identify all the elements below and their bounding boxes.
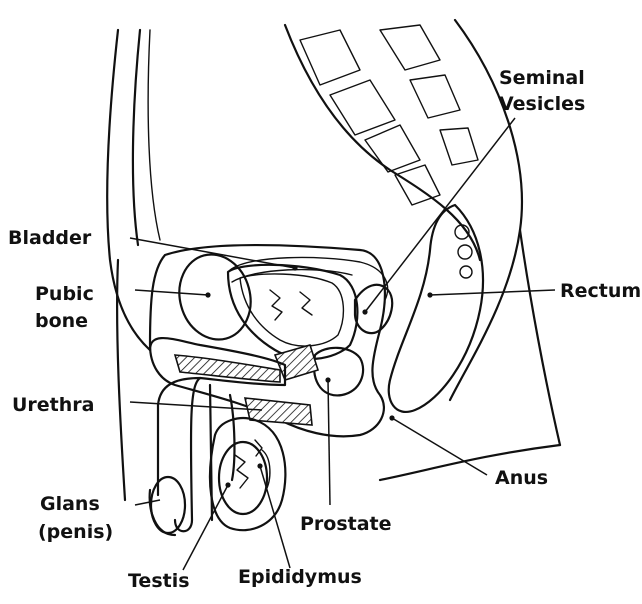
label-seminal-vesicles-line1: Seminal: [499, 66, 585, 90]
label-pubic-bone-line1: Pubic: [35, 282, 94, 306]
label-pubic-bone-line2: bone: [35, 309, 88, 333]
bladder-shape: [228, 265, 357, 359]
label-rectum: Rectum: [560, 279, 641, 303]
pubic-bone-shape: [170, 246, 260, 347]
label-glans-line1: Glans: [40, 492, 100, 516]
label-urethra: Urethra: [12, 393, 95, 417]
label-testis: Testis: [128, 569, 190, 593]
label-epididymus: Epididymus: [238, 565, 362, 589]
label-glans-line2: (penis): [38, 520, 113, 544]
label-seminal-vesicles-line2: Vesicles: [499, 92, 585, 116]
label-prostate: Prostate: [300, 512, 392, 536]
label-anus: Anus: [495, 466, 548, 490]
prostate-shape: [275, 345, 363, 395]
label-bladder: Bladder: [8, 226, 91, 250]
